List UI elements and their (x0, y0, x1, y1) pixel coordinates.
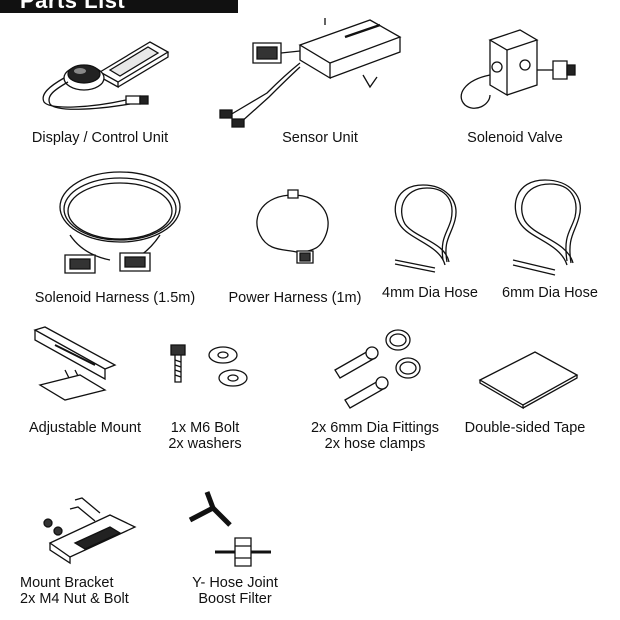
solenoid-harness-illustration (40, 165, 190, 285)
mount-bracket-illustration (40, 495, 140, 565)
item-solenoid-valve: Solenoid Valve (445, 25, 585, 146)
solenoid-valve-illustration (445, 25, 585, 125)
caption-double-sided-tape: Double-sided Tape (464, 420, 586, 436)
hose-6mm-illustration (505, 175, 595, 280)
caption-solenoid-valve: Solenoid Valve (467, 130, 563, 146)
caption-solenoid-harness: Solenoid Harness (1.5m) (34, 290, 196, 306)
caption-m6-bolt-washers: 1x M6 Bolt 2x washers (168, 420, 242, 452)
item-6mm-hose: 6mm Dia Hose (502, 175, 598, 301)
item-power-harness: Power Harness (1m) (229, 185, 361, 306)
caption-y-joint-filter: Y- Hose Joint Boost Filter (192, 575, 278, 607)
parts-list-header: Parts List (0, 0, 238, 13)
caption-6mm-hose: 6mm Dia Hose (502, 285, 598, 301)
caption-4mm-hose: 4mm Dia Hose (382, 285, 478, 301)
caption-fittings-clamps: 2x 6mm Dia Fittings 2x hose clamps (310, 420, 440, 452)
caption-sensor-unit: Sensor Unit (282, 130, 358, 146)
y-joint-filter-illustration (185, 490, 285, 570)
item-y-joint-filter: Y- Hose Joint Boost Filter (185, 490, 285, 607)
header-title: Parts List (20, 0, 126, 13)
item-sensor-unit: Sensor Unit (205, 15, 405, 146)
fittings-clamps-illustration (330, 320, 440, 410)
bolt-washers-illustration (165, 340, 265, 400)
caption-mount-bracket: Mount Bracket 2x M4 Nut & Bolt (20, 575, 129, 607)
power-harness-illustration (245, 185, 345, 285)
item-double-sided-tape: Double-sided Tape (465, 350, 585, 436)
adjustable-mount-illustration (25, 325, 125, 405)
item-fittings-clamps: 2x 6mm Dia Fittings 2x hose clamps (311, 320, 440, 452)
caption-power-harness: Power Harness (1m) (228, 290, 362, 306)
display-unit-illustration (30, 30, 180, 120)
item-adjustable-mount: Adjustable Mount (25, 325, 141, 436)
item-m6-bolt-washers: 1x M6 Bolt 2x washers (165, 340, 265, 452)
item-4mm-hose: 4mm Dia Hose (382, 180, 478, 301)
caption-display-control-unit: Display / Control Unit (31, 130, 169, 146)
tape-illustration (475, 350, 585, 410)
item-solenoid-harness: Solenoid Harness (1.5m) (35, 165, 195, 306)
hose-4mm-illustration (385, 180, 475, 280)
caption-adjustable-mount: Adjustable Mount (28, 420, 142, 436)
item-mount-bracket: Mount Bracket 2x M4 Nut & Bolt (20, 495, 140, 607)
item-display-control-unit: Display / Control Unit (30, 30, 180, 146)
sensor-unit-illustration (205, 15, 405, 130)
